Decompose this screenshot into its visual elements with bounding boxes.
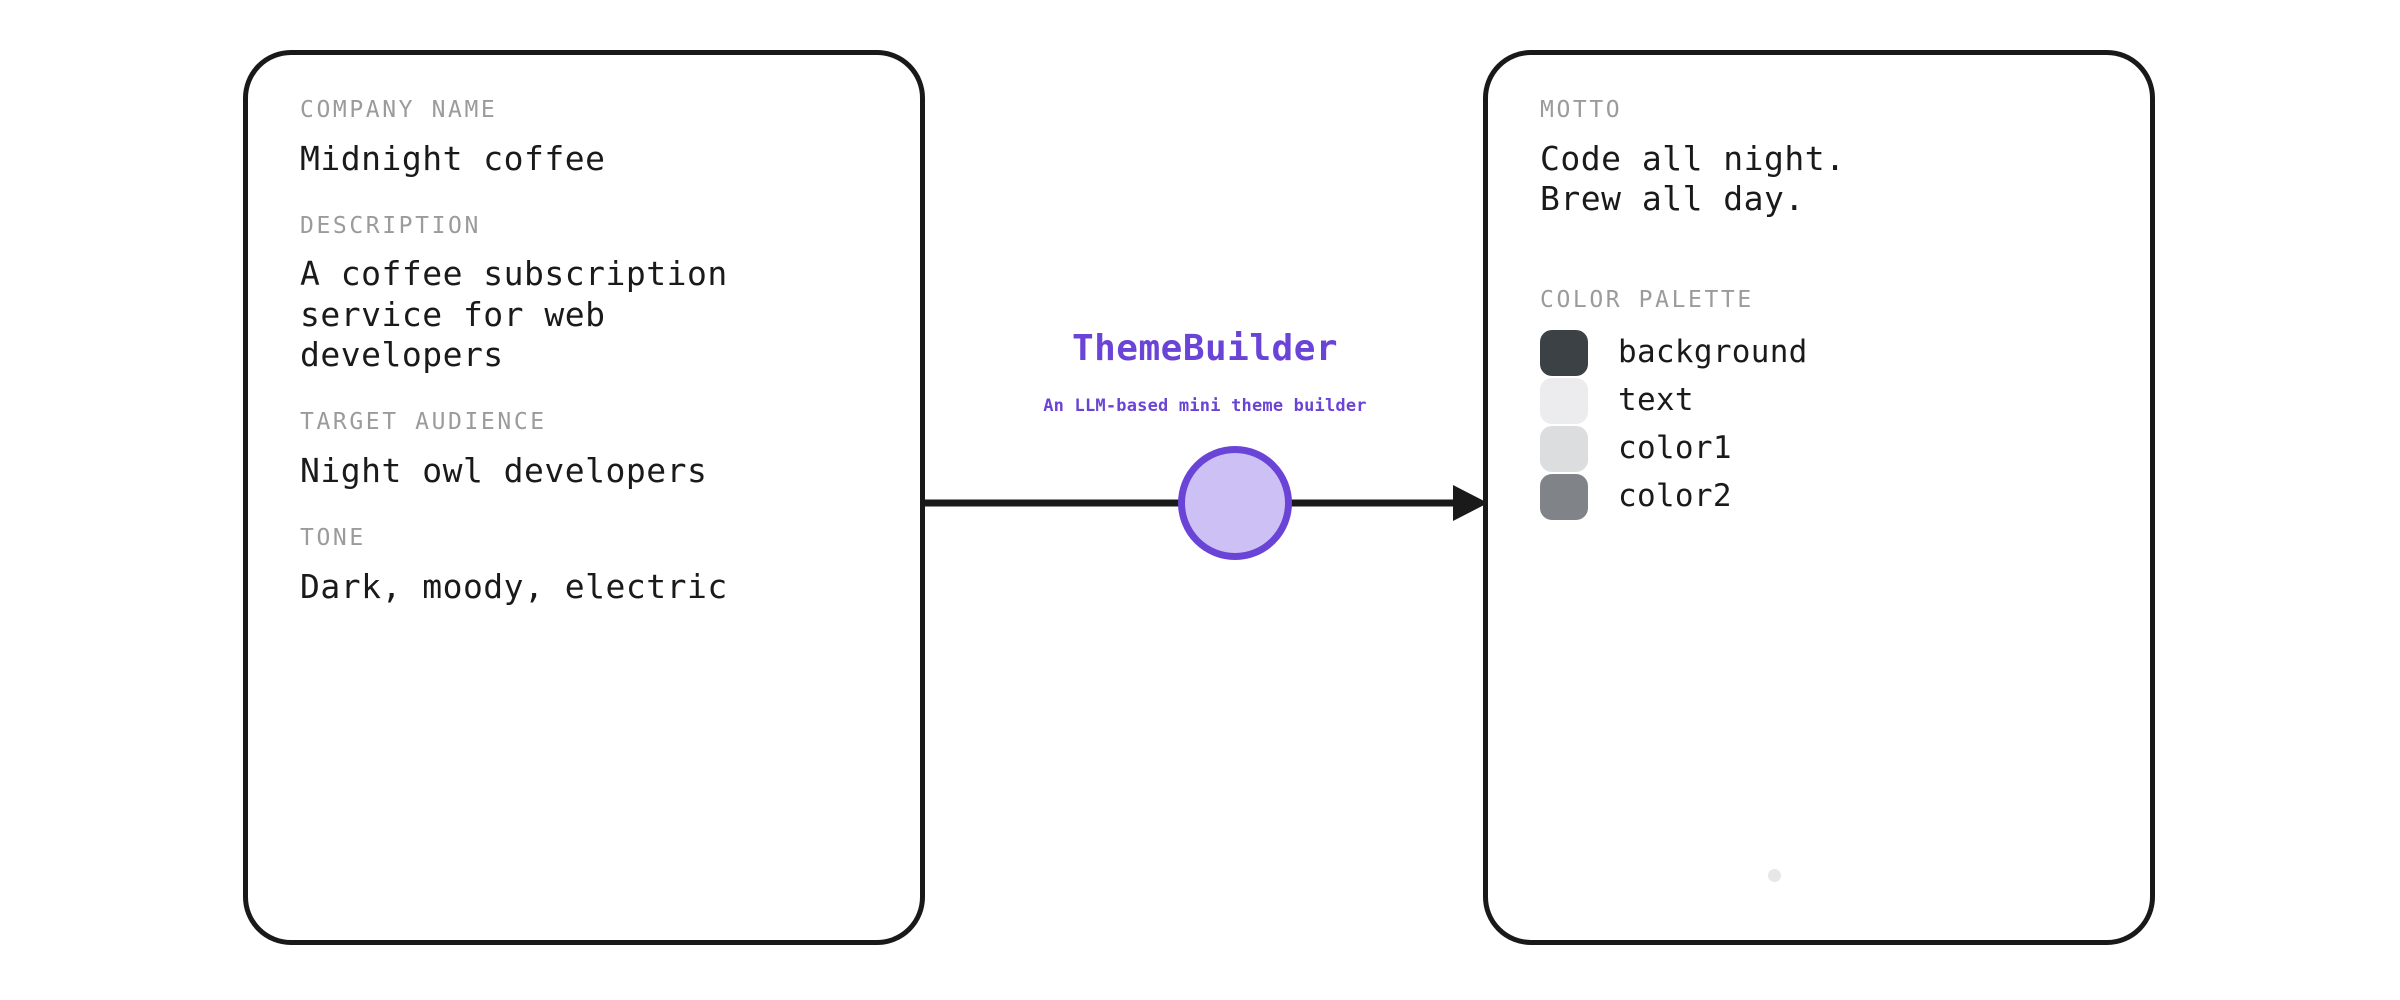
- field-label-tone: TONE: [300, 525, 366, 552]
- field-value-motto: Code all night. Brew all day.: [1540, 138, 1846, 218]
- field-label-company-name: COMPANY NAME: [300, 97, 498, 123]
- field-company-name: COMPANY NAME Midnight coffee: [300, 97, 880, 179]
- color-swatch[interactable]: [1540, 329, 1588, 376]
- palette-row[interactable]: color1: [1540, 425, 2110, 473]
- field-motto: MOTTO Code all night. Brew all day.: [1540, 97, 2110, 219]
- brand-subtitle: An LLM-based mini theme builder: [1043, 396, 1367, 416]
- field-label-description: DESCRIPTION: [300, 212, 481, 239]
- palette-loading-dot: [1768, 869, 1781, 882]
- color-swatch[interactable]: [1540, 377, 1588, 424]
- color-swatch[interactable]: [1540, 473, 1588, 520]
- brand-title: ThemeBuilder: [1071, 328, 1339, 369]
- palette-list: background text color1 color2: [1540, 329, 2110, 521]
- field-label-target-audience: TARGET AUDIENCE: [300, 409, 547, 436]
- field-color-palette: COLOR PALETTE background text color1 col…: [1540, 287, 2110, 521]
- input-card: COMPANY NAME Midnight coffee DESCRIPTION…: [243, 50, 925, 945]
- field-value-tone[interactable]: Dark, moody, electric: [300, 566, 728, 606]
- field-label-color-palette: COLOR PALETTE: [1540, 287, 1754, 314]
- field-value-company-name[interactable]: Midnight coffee: [300, 138, 606, 178]
- field-value-target-audience[interactable]: Night owl developers: [300, 450, 708, 490]
- palette-row[interactable]: background: [1540, 329, 2110, 377]
- color-swatch[interactable]: [1540, 425, 1588, 472]
- input-card-content: COMPANY NAME Midnight coffee DESCRIPTION…: [300, 97, 880, 910]
- color-swatch-label: color2: [1618, 478, 1732, 515]
- process-node-circle[interactable]: [1178, 446, 1292, 560]
- palette-row[interactable]: text: [1540, 377, 2110, 425]
- field-value-description[interactable]: A coffee subscription service for web de…: [300, 254, 728, 374]
- palette-row[interactable]: color2: [1540, 473, 2110, 521]
- field-target-audience: TARGET AUDIENCE Night owl developers: [300, 409, 880, 491]
- output-card: MOTTO Code all night. Brew all day. COLO…: [1483, 50, 2155, 945]
- field-label-motto: MOTTO: [1540, 97, 1623, 123]
- color-swatch-label: background: [1618, 334, 1808, 371]
- field-description: DESCRIPTION A coffee subscription servic…: [300, 213, 880, 375]
- output-card-content: MOTTO Code all night. Brew all day. COLO…: [1540, 97, 2110, 910]
- color-swatch-label: text: [1618, 382, 1694, 419]
- field-tone: TONE Dark, moody, electric: [300, 525, 880, 607]
- color-swatch-label: color1: [1618, 430, 1732, 467]
- connector-group: ThemeBuilder An LLM-based mini theme bui…: [925, 0, 1485, 1000]
